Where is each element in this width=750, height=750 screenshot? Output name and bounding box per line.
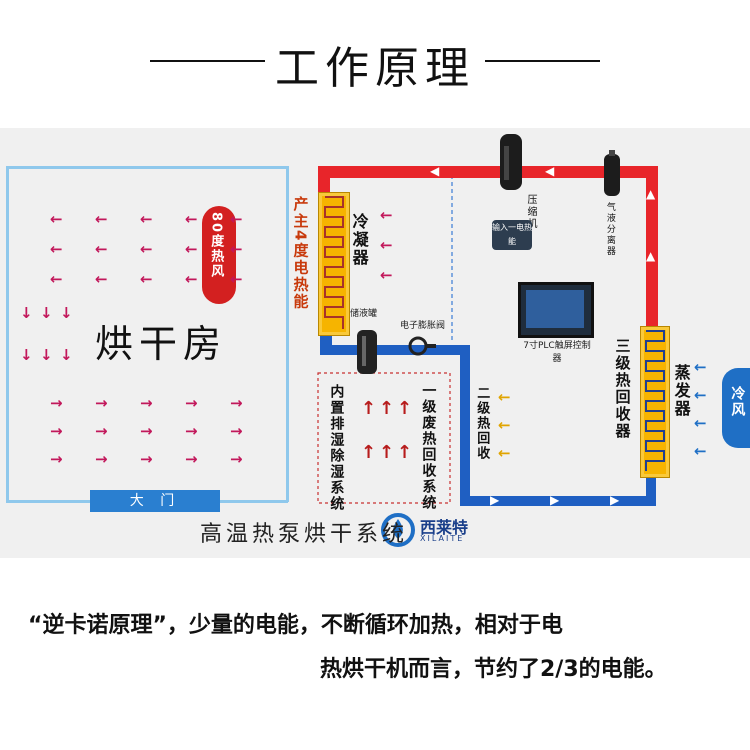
compressor-label: 压缩机 [525,194,536,230]
evaporator-coil [640,326,670,478]
room-border-top [6,166,288,169]
hot-pipe-right [646,166,658,331]
plc-touch-panel [518,282,594,338]
door: 大 门 [90,490,220,512]
brand-logo-icon [380,512,416,548]
hot-air-badge-text: 80度热风 [208,212,224,280]
dehumid-arrows: ↑ ↑ ↑ ↑ ↑ ↑ [361,398,413,463]
brand-en: XILAITE [420,534,465,543]
drying-room-label: 烘干房 [95,322,228,366]
room-border-left [6,166,9,502]
cold-pipe-upper [320,345,470,355]
system-name: 高温热泵烘干系统 [200,522,409,547]
hot-air-arrows-bottom: → → → → → → → → → → → → → → → [50,394,243,468]
recovery1-label: 一级废热回收系统 [420,383,437,511]
compressor-input-tag: 输入一电热能 [492,220,532,250]
recovery3-label: 三级热回收器 [613,338,632,440]
hot-air-arrows-down: ↓ ↓ ↓ ↓ ↓ ↓ [20,304,73,364]
plc-label: 7寸PLC触屏控制器 [523,341,591,364]
evaporator-label: 蒸发器 [671,364,691,418]
liquid-tank-label: 储液罐 [350,309,378,319]
liquid-tank [354,328,380,376]
expansion-valve-label: 电子膨胀阀 [400,321,446,331]
compressor [498,132,524,194]
hot-air-arrows-top: ← ← ← ← ← ← ← ← ← ← ← ← ← ← ← [50,210,243,288]
cold-air-badge: 冷风 [722,368,750,448]
evaporator-air-arrows: ← ← ← ← [694,358,707,460]
caption-line-2: 热烘干机而言，节约了2/3的电能。 [320,657,667,682]
gas-liquid-separator [602,150,622,198]
hot-pipe-arrows: ◀ ◀ [430,164,555,178]
room-border-right [286,166,289,502]
hot-pipe-top [318,166,658,178]
hot-air-badge: 80度热风 [202,206,236,304]
recovery2-label: 二级热回收 [474,386,490,461]
condenser-coil [318,192,350,336]
cold-pipe-arrows: ▶ ▶ ▶ [490,493,620,507]
brand-name: 西莱特 [420,518,469,537]
compressor-input-label: 输入一电热能 [492,223,532,246]
separator-label: 气液分离器 [604,202,615,257]
hot-pipe-up-arrows: ▲ ▲ [646,187,656,263]
title-rule-right [485,60,600,62]
cold-pipe-vertical [460,345,470,505]
partition-lines [0,128,750,558]
recovery2-arrows: ← ← ← [498,388,511,462]
cold-air-badge-text: 冷风 [729,386,746,418]
caption-line-1: “逆卡诺原理”，少量的电能，不断循环加热，相对于电 [28,613,563,638]
cold-pipe-rise [646,473,656,506]
condenser-air-arrows: ← ← ← [380,206,393,284]
cold-pipe-bottom [460,496,655,506]
plc-screen [526,290,584,328]
heat-pump-diagram: 大 门 烘干房 80度热风 ← ← ← ← ← ← ← ← ← ← ← ← ← … [0,128,750,558]
door-label: 大 门 [129,493,181,509]
condenser-label: 冷凝器 [349,213,369,267]
title-row: 工作原理 [0,30,750,94]
expansion-valve [404,336,436,356]
page-title: 工作原理 [275,43,475,94]
title-rule-left [150,60,265,62]
aux-heater-label: 产主4度电热能 [291,196,310,311]
dehumid-label: 内置排湿除湿系统 [328,384,345,512]
